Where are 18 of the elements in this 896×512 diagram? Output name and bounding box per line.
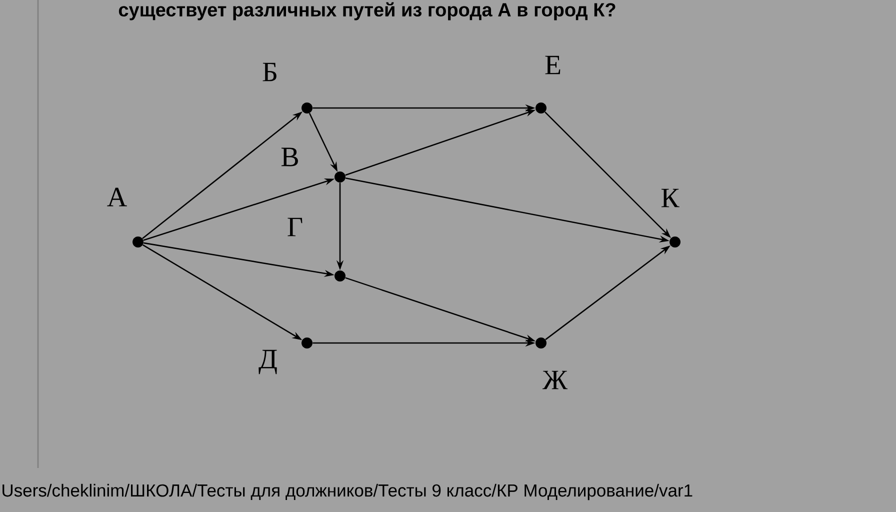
node-label: К <box>661 188 680 208</box>
graph-vertex: Г <box>288 218 346 282</box>
graph-vertex: А <box>107 188 144 248</box>
file-path: Users/cheklinim/ШКОЛА/Тесты для должников/Тесты 9 класс/КР Моделирование/var1 <box>2 484 692 500</box>
graph-vertex: Б <box>262 62 312 114</box>
graph-vertex: Д <box>258 338 312 374</box>
node-label: Ж <box>542 370 568 390</box>
question-text: существует различных путей из города А в город К? <box>118 2 616 20</box>
graph-vertex: К <box>661 188 680 248</box>
graph-vertex: Ж <box>536 338 568 390</box>
node-label: А <box>107 188 127 206</box>
graph-vertex: В <box>281 148 346 182</box>
graph-vertex: Е <box>536 56 560 114</box>
node-label: Е <box>545 56 560 74</box>
node-label: В <box>281 148 298 166</box>
node-label: Б <box>262 62 276 82</box>
node-label: Г <box>288 218 302 236</box>
node-label: Д <box>258 350 277 374</box>
